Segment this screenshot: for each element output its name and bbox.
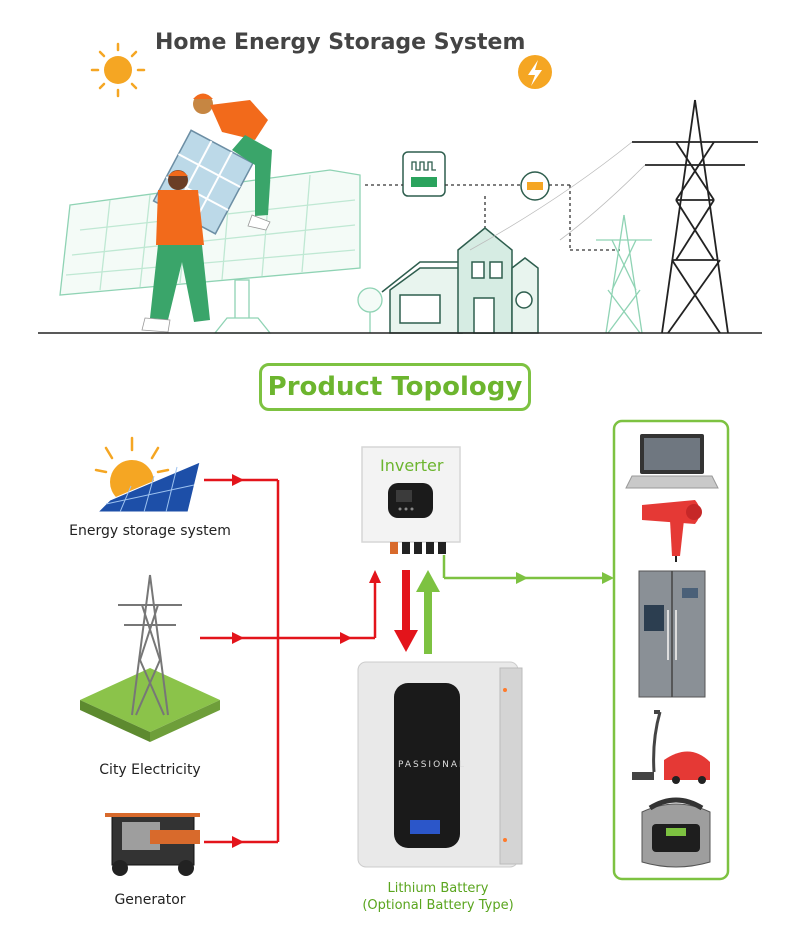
page-title: Home Energy Storage System (155, 30, 526, 55)
house-illustration (381, 227, 539, 334)
pressure-cooker-icon (641, 797, 711, 868)
output-flow-lines (442, 555, 610, 580)
battery-brand: PASSIONAL (398, 760, 467, 770)
charge-arrow (394, 570, 418, 652)
lithium-battery-unit (357, 661, 523, 868)
power-tower-icon (80, 574, 220, 742)
lightning-icon (518, 55, 552, 89)
battery-label-line2: (Optional Battery Type) (362, 898, 514, 913)
topology-title: Product Topology (267, 372, 523, 402)
tree-icon (357, 287, 383, 333)
inverter-label: Inverter (380, 456, 444, 475)
battery-label: Lithium Battery (Optional Battery Type) (338, 880, 538, 914)
output-flow-arrows (516, 572, 614, 584)
topology-title-box: Product Topology (259, 363, 531, 411)
refrigerator-icon (638, 570, 706, 698)
transmission-tower-icon (632, 99, 758, 334)
connection-lines (365, 184, 620, 251)
workers-illustration (141, 93, 272, 333)
battery-status-icon (520, 171, 550, 201)
hair-dryer-icon (642, 500, 702, 562)
source-label-grid: City Electricity (99, 762, 201, 778)
inverter-unit (361, 446, 461, 554)
source-label-generator: Generator (114, 892, 186, 908)
energy-monitor-icon (402, 151, 446, 197)
laptop-icon (625, 434, 719, 489)
solar-panel-sun-icon (94, 436, 201, 513)
generator-icon (105, 813, 200, 876)
sun-icon (90, 42, 146, 98)
input-flow-arrows (232, 474, 381, 848)
transmission-tower-small-icon (596, 214, 652, 334)
source-label-solar: Energy storage system (69, 523, 231, 539)
vacuum-cleaner-icon (632, 710, 710, 784)
battery-label-line1: Lithium Battery (387, 881, 489, 896)
discharge-arrow (416, 570, 440, 654)
